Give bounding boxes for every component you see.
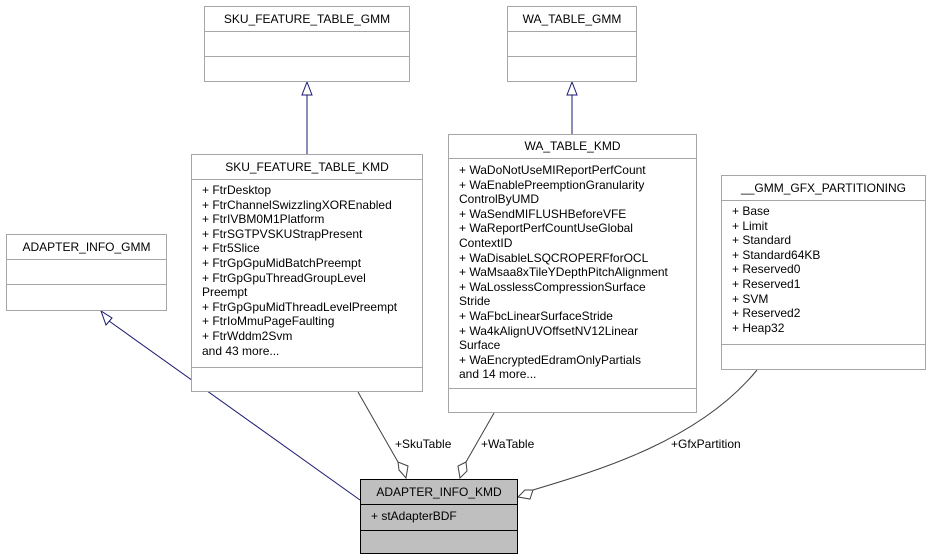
comp-diamond-gfx xyxy=(516,489,534,500)
attribute: + SVM xyxy=(732,291,769,306)
attribute: + FtrWddm2Svm xyxy=(202,328,293,343)
attribute: + Ftr5Slice xyxy=(202,241,260,256)
attribute: + Wa4kAlignUVOffsetNV12Linear xyxy=(459,323,639,338)
class-sku-feature-table-gmm[interactable]: SKU_FEATURE_TABLE_GMM xyxy=(204,6,410,82)
attributes-section xyxy=(205,31,409,56)
class-sku-feature-table-kmd[interactable]: SKU_FEATURE_TABLE_KMD + FtrDesktop + Ftr… xyxy=(191,154,423,392)
class-adapter-info-gmm[interactable]: ADAPTER_INFO_GMM xyxy=(6,234,167,311)
class-name: ADAPTER_INFO_GMM xyxy=(22,240,151,254)
inherit-arrow-sku xyxy=(301,80,313,96)
methods-section xyxy=(7,284,166,309)
methods-section xyxy=(722,344,925,369)
attribute: + WaEncryptedEdramOnlyPartials xyxy=(459,352,641,367)
attributes-section xyxy=(7,259,166,284)
methods-section xyxy=(508,56,636,81)
methods-section xyxy=(205,56,409,81)
attribute: + WaLosslessCompressionSurface xyxy=(459,279,646,294)
attribute: Surface xyxy=(459,338,501,353)
attribute: + FtrGpGpuMidThreadLevelPreempt xyxy=(202,299,398,314)
attributes-section: + Base + Limit + Standard + Standard64KB… xyxy=(722,200,925,344)
attribute: + WaDoNotUseMIReportPerfCount xyxy=(459,163,646,177)
class-name: SKU_FEATURE_TABLE_KMD xyxy=(225,160,389,174)
attribute: + WaReportPerfCountUseGlobal xyxy=(459,221,633,236)
comp-diamond-wa xyxy=(457,461,468,480)
attribute: + FtrIVBM0M1Platform xyxy=(202,212,325,227)
attribute: + FtrGpGpuMidBatchPreempt xyxy=(202,255,362,270)
attribute: + Standard64KB xyxy=(732,247,821,262)
attribute: + FtrSGTPVSKUStrapPresent xyxy=(202,226,363,241)
class-wa-table-gmm[interactable]: WA_TABLE_GMM xyxy=(507,6,637,82)
attribute: + WaMsaa8xTileYDepthPitchAlignment xyxy=(459,265,668,280)
attribute: Stride xyxy=(459,294,491,309)
inherit-line-adapter xyxy=(108,320,361,501)
attribute: + Reserved2 xyxy=(732,306,801,321)
attribute: + WaEnablePreemptionGranularity xyxy=(459,177,645,192)
attribute: + FtrGpGpuThreadGroupLevel xyxy=(202,270,366,285)
class-name: WA_TABLE_KMD xyxy=(524,139,621,153)
attributes-section: + stAdapterBDF xyxy=(361,504,517,530)
comp-diamond-sku xyxy=(397,461,409,480)
edge-label-wa-table: +WaTable xyxy=(481,437,535,451)
attribute: + Reserved1 xyxy=(732,276,801,291)
attribute: + FtrChannelSwizzlingXOREnabled xyxy=(202,197,392,212)
attribute: + Reserved0 xyxy=(732,262,801,277)
attribute: + FtrIoMmuPageFaulting xyxy=(202,314,335,329)
attribute: ContextID xyxy=(459,235,513,250)
inherit-arrow-adapter xyxy=(100,309,113,326)
comp-line-gfx xyxy=(532,369,758,491)
attribute: + WaSendMIFLUSHBeforeVFE xyxy=(459,206,627,221)
class-gmm-gfx-partitioning[interactable]: __GMM_GFX_PARTITIONING + Base + Limit + … xyxy=(721,175,926,370)
attribute: + Limit xyxy=(732,218,768,233)
class-name: __GMM_GFX_PARTITIONING xyxy=(741,181,906,195)
methods-section xyxy=(449,388,696,412)
attribute: ControlByUMD xyxy=(459,192,540,207)
class-name: WA_TABLE_GMM xyxy=(522,12,622,26)
methods-section xyxy=(361,530,517,553)
attribute: + Base xyxy=(732,204,770,218)
class-adapter-info-kmd[interactable]: ADAPTER_INFO_KMD + stAdapterBDF xyxy=(360,479,518,554)
inherit-arrow-wa xyxy=(566,80,578,96)
comp-line-wa xyxy=(465,412,495,463)
attribute: Preempt xyxy=(202,285,248,300)
attribute: + FtrDesktop xyxy=(202,183,272,197)
attributes-section: + WaDoNotUseMIReportPerfCount + WaEnable… xyxy=(449,158,696,388)
more-attributes: and 43 more... xyxy=(202,343,280,358)
attribute: + stAdapterBDF xyxy=(371,509,457,523)
attribute: + Standard xyxy=(732,233,792,248)
edge-label-gfx-partition: +GfxPartition xyxy=(671,437,741,451)
methods-section xyxy=(192,367,422,391)
class-wa-table-kmd[interactable]: WA_TABLE_KMD + WaDoNotUseMIReportPerfCou… xyxy=(448,134,697,413)
class-name: SKU_FEATURE_TABLE_GMM xyxy=(223,12,391,26)
comp-line-sku xyxy=(357,391,399,463)
more-attributes: and 14 more... xyxy=(459,367,537,382)
attribute: + WaDisableLSQCROPERFforOCL xyxy=(459,250,649,265)
attribute: + Heap32 xyxy=(732,320,785,335)
attribute: + WaFbcLinearSurfaceStride xyxy=(459,308,613,323)
attributes-section: + FtrDesktop + FtrChannelSwizzlingXOREna… xyxy=(192,179,422,367)
edge-label-sku-table: +SkuTable xyxy=(395,437,452,451)
attributes-section xyxy=(508,31,636,56)
class-name: ADAPTER_INFO_KMD xyxy=(376,485,502,499)
